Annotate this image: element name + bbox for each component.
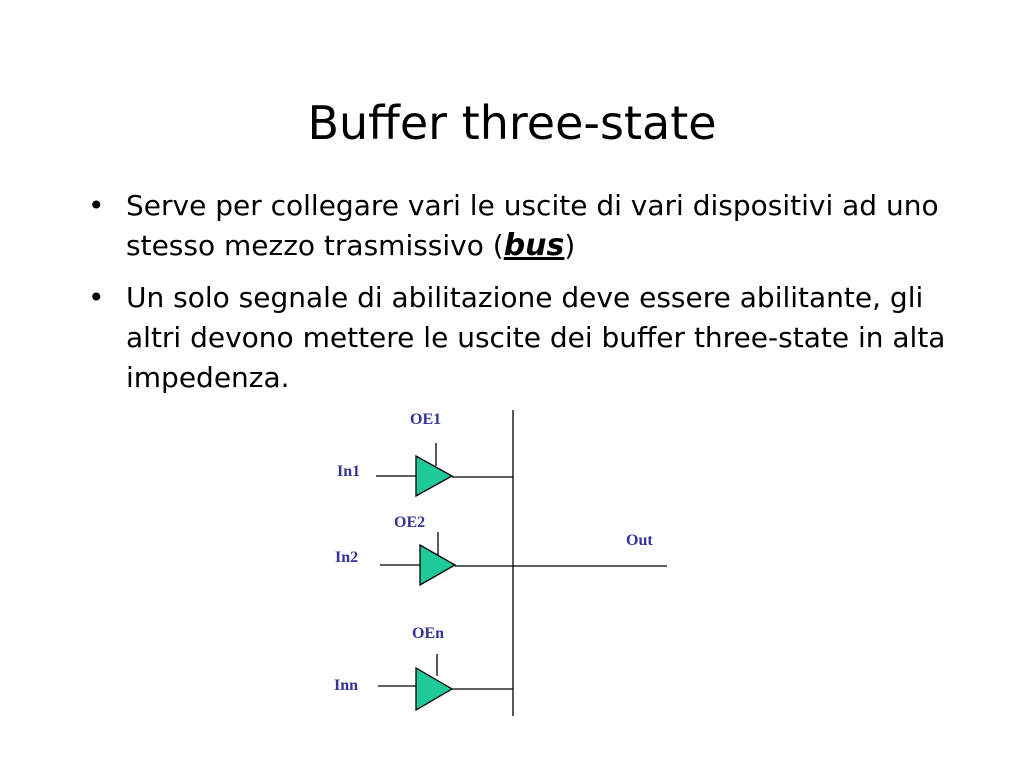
oen-label: OEn (412, 625, 444, 642)
in1-label: In1 (337, 463, 360, 480)
bullet-item: • Serve per collegare vari le uscite di … (88, 186, 968, 266)
inn-label: Inn (334, 677, 358, 694)
slide-title: Buffer three-state (307, 96, 717, 150)
in2-label: In2 (335, 549, 358, 566)
buffer-1: OE1 In1 (337, 411, 513, 498)
bullet-item: • Un solo segnale di abilitazione deve e… (88, 278, 968, 398)
bullet-text: Serve per collegare vari le uscite di va… (126, 189, 939, 262)
bullet-marker: • (88, 189, 105, 222)
bullet-list: • Serve per collegare vari le uscite di … (88, 186, 968, 410)
oe1-label: OE1 (410, 411, 441, 428)
bullet-text-end: ) (564, 229, 576, 262)
buffer-2: OE2 In2 (335, 514, 513, 587)
bullet-marker: • (88, 281, 105, 314)
out-label: Out (626, 532, 653, 549)
buffer-2-triangle (419, 543, 457, 587)
bus-emphasis: bus (503, 228, 565, 263)
bullet-text: Un solo segnale di abilitazione deve ess… (126, 281, 946, 394)
buffer-n-triangle (415, 666, 454, 712)
buffer-1-triangle (415, 454, 454, 498)
buffer-n: OEn Inn (334, 625, 513, 712)
oe2-label: OE2 (394, 514, 425, 531)
